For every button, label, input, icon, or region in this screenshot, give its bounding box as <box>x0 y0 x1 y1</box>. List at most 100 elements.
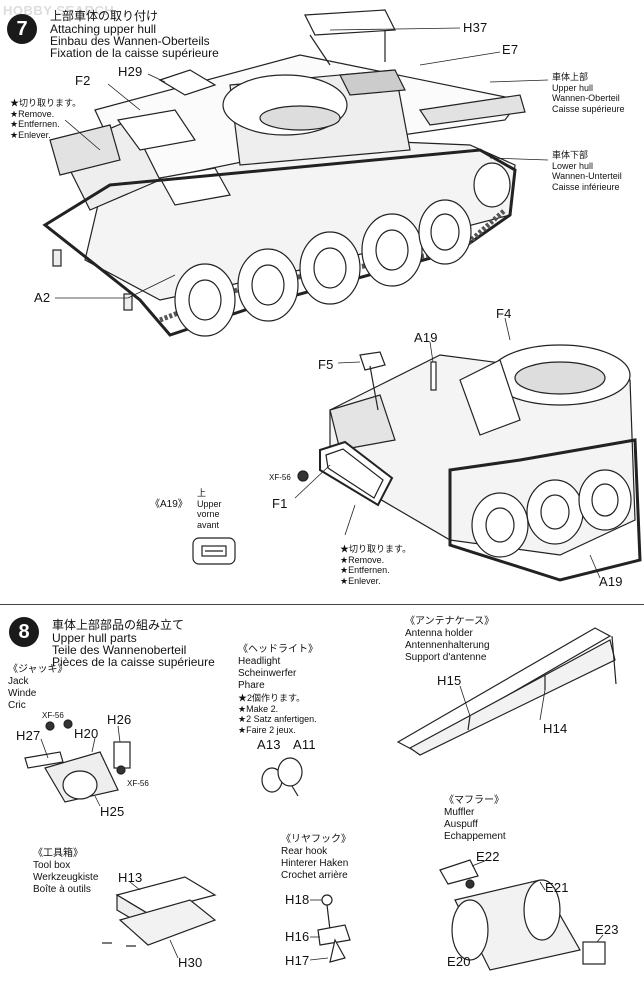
part-label-h18: H18 <box>285 892 310 907</box>
label-line: Wannen-Oberteil <box>552 93 620 103</box>
step8-title-en: Upper hull parts <box>52 631 137 645</box>
step-divider <box>0 604 644 605</box>
muffler-drawing <box>439 859 606 971</box>
label-line: Wannen-Unterteil <box>552 171 622 181</box>
antenna-caption: 《アンテナケース》 Antenna holder Antennenhalteru… <box>405 616 494 664</box>
note-line: ★2個作ります。 <box>238 693 306 703</box>
caption-line: Scheinwerfer <box>238 668 297 679</box>
note-line: ★Faire 2 jeux. <box>238 724 296 735</box>
part-label-f5: F5 <box>318 357 334 372</box>
note-line: ★Remove. <box>340 554 385 565</box>
part-label-a19-bottom: A19 <box>599 574 623 589</box>
headlight-caption: 《ヘッドライト》 Headlight Scheinwerfer Phare <box>238 644 318 692</box>
toolbox-drawing <box>102 876 217 947</box>
caption-line: Muffler <box>444 807 475 818</box>
part-label-h25: H25 <box>100 804 125 819</box>
caption-line: Antennenhalterung <box>405 640 490 651</box>
caption-line: Boîte à outils <box>33 884 91 895</box>
rearhook-caption: 《リヤフック》 Rear hook Hinterer Haken Crochet… <box>281 834 351 882</box>
caption-heading: 《アンテナケース》 <box>405 616 495 627</box>
caption-line: Cric <box>8 700 26 711</box>
jack-drawing <box>24 719 131 803</box>
step7-title-jp: 上部車体の取り付け <box>50 9 159 23</box>
part-label-a2: A2 <box>34 290 51 305</box>
label-line: 上 <box>197 488 207 498</box>
label-line: 車体上部 <box>552 72 589 82</box>
caption-heading: 《ヘッドライト》 <box>238 644 318 655</box>
toolbox-caption: 《工具箱》 Tool box Werkzeugkiste Boîte à out… <box>33 848 98 896</box>
remove-note-step7: ★切り取ります。 ★Remove. ★Entfernen. ★Enlever. <box>10 98 81 140</box>
part-label-h30: H30 <box>178 955 203 970</box>
caption-line: Werkzeugkiste <box>33 872 99 883</box>
caption-line: Rear hook <box>281 846 328 857</box>
jack-caption: 《ジャッキ》 Jack Winde Cric <box>8 664 68 712</box>
part-label-f4: F4 <box>496 306 512 321</box>
paint-xf56-label: XF-56 <box>269 473 291 482</box>
watermark: HOBBY SEARCH <box>3 3 115 18</box>
part-label-f1: F1 <box>272 496 288 511</box>
step8-title-de: Teile des Wannenoberteil <box>52 643 187 657</box>
antenna-holder-drawing <box>396 627 617 756</box>
part-label-h20: H20 <box>74 726 99 741</box>
note-line: ★Enlever. <box>340 575 381 586</box>
leader-lines-detail <box>294 317 601 579</box>
caption-line: Support d'antenne <box>405 652 487 663</box>
caption-line: Jack <box>8 676 29 687</box>
part-label-a19-top: A19 <box>414 330 438 345</box>
leader-lines-step7 <box>55 27 549 299</box>
tank-main-drawing <box>42 9 526 337</box>
note-line: ★2 Satz anfertigen. <box>238 714 317 724</box>
label-line: Upper <box>197 498 222 509</box>
paint-xf56-jack-b: XF-56 <box>127 779 149 788</box>
part-label-h26: H26 <box>107 712 132 727</box>
label-line: 車体下部 <box>552 150 589 160</box>
note-line: ★Make 2. <box>238 703 279 714</box>
note-line: ★Enlever. <box>10 129 51 140</box>
a19-part-detail <box>192 537 236 565</box>
step8-title-jp: 車体上部部品の組み立て <box>52 618 185 632</box>
part-label-f2: F2 <box>75 73 91 88</box>
part-label-a11: A11 <box>293 737 316 752</box>
headlight-drawing <box>261 757 303 797</box>
note-line: ★切り取ります。 <box>10 98 82 108</box>
step-number-8: 8 <box>9 617 39 647</box>
part-label-h17: H17 <box>285 953 310 968</box>
caption-line: Crochet arrière <box>281 870 348 881</box>
part-label-h37: H37 <box>463 20 488 35</box>
label-line: Caisse supérieure <box>552 103 625 114</box>
caption-line: Headlight <box>238 656 281 667</box>
step7-title-fr: Fixation de la caisse supérieure <box>50 46 219 60</box>
muffler-caption: 《マフラー》 Muffler Auspuff Echappement <box>444 795 506 843</box>
remove-note-detail: ★切り取ります。 ★Remove. ★Entfernen. ★Enlever. <box>340 544 411 586</box>
part-label-e23: E23 <box>595 922 619 937</box>
a19-detail-text: 上 Upper vorne avant <box>197 488 222 530</box>
caption-line: Antenna holder <box>405 628 473 639</box>
upper-hull-label: 車体上部 Upper hull Wannen-Oberteil Caisse s… <box>552 72 625 114</box>
a19-detail-label: 《A19》 <box>150 499 188 510</box>
label-line: vorne <box>197 509 220 519</box>
part-label-e21: E21 <box>545 880 569 895</box>
caption-heading: 《リヤフック》 <box>281 834 351 845</box>
step7-title-de: Einbau des Wannen-Oberteils <box>50 34 210 48</box>
part-label-h29: H29 <box>118 64 143 79</box>
step7-title-en: Attaching upper hull <box>50 22 157 36</box>
caption-line: Hinterer Haken <box>281 858 349 869</box>
note-line: ★Entfernen. <box>10 119 60 129</box>
part-label-h16: H16 <box>285 929 310 944</box>
rear-hook-drawing <box>317 894 351 963</box>
part-label-h15: H15 <box>437 673 462 688</box>
headlight-note: ★2個作ります。 ★Make 2. ★2 Satz anfertigen. ★F… <box>238 693 317 735</box>
step-number-7: 7 <box>7 14 37 44</box>
caption-heading: 《ジャッキ》 <box>8 664 68 675</box>
caption-line: Tool box <box>33 860 71 871</box>
part-label-a13: A13 <box>257 737 281 752</box>
part-label-h14: H14 <box>543 721 568 736</box>
step8-title-fr: Pièces de la caisse supérieure <box>52 655 215 669</box>
caption-heading: 《工具箱》 <box>33 848 83 859</box>
tank-detail-drawing <box>297 344 642 582</box>
caption-heading: 《マフラー》 <box>444 795 504 806</box>
caption-line: Auspuff <box>444 819 478 830</box>
label-line: Lower hull <box>552 160 594 171</box>
label-line: avant <box>197 519 220 530</box>
